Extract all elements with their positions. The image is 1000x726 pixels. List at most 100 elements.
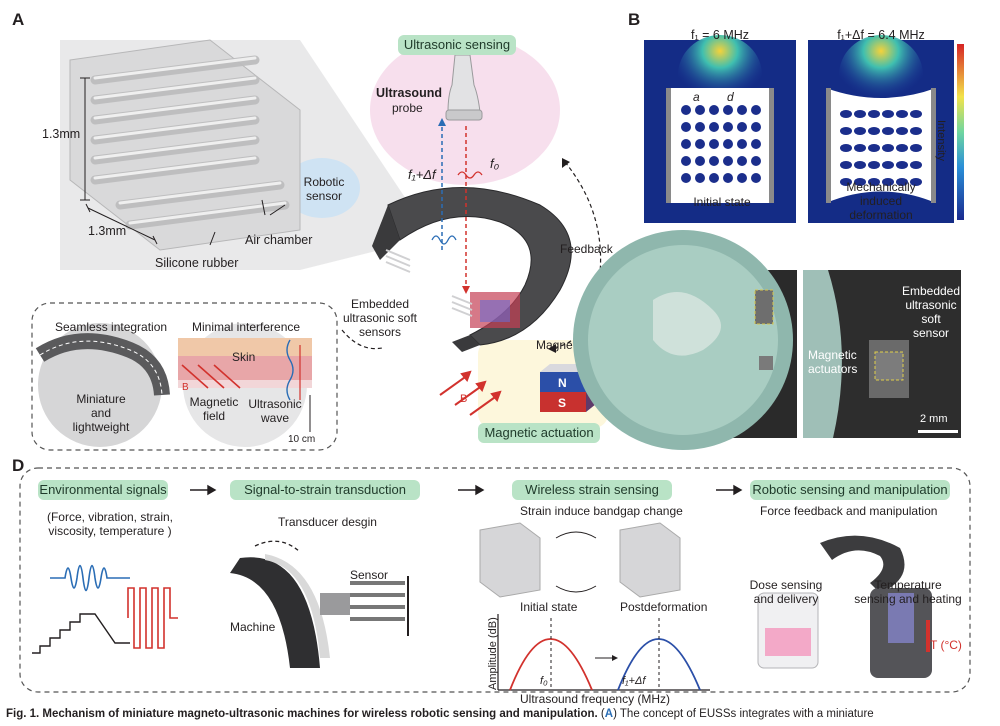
inset-miniature-label: Miniature and lightweight	[72, 392, 130, 434]
caption-panel: A	[604, 708, 614, 720]
scatterer-dot-deformed	[882, 161, 894, 169]
panel-c-magnetic-actuators: Magnetic actuators	[808, 348, 858, 376]
scatterer-dot-deformed	[910, 110, 922, 118]
scatterer-dot-deformed	[896, 161, 908, 169]
scatterer-dot	[751, 105, 761, 115]
scatterer-dot	[737, 173, 747, 183]
force-feedback-label: Force feedback and manipulation	[760, 504, 938, 518]
spectrum-f0: f₀	[540, 675, 548, 687]
scatterer-dot-deformed	[882, 110, 894, 118]
scatterer-dot	[681, 105, 691, 115]
scatterer-dot	[737, 156, 747, 166]
panel-c-photos	[573, 230, 961, 450]
scatterer-dot	[737, 105, 747, 115]
panel-label-d: D	[12, 456, 25, 475]
horseshoe-actuator-illustration	[372, 187, 572, 352]
ultrasound-probe-illustration	[445, 54, 483, 121]
scatterer-dot	[695, 173, 705, 183]
scatterer-dot-deformed	[868, 161, 880, 169]
wireless-title: Wireless strain sensing	[512, 480, 672, 500]
panel-b-simulation	[644, 35, 964, 223]
panel-b-right-title: f₁+Δf = 6.4 MHz	[837, 28, 925, 42]
dose-label: Dose sensing and delivery	[749, 578, 823, 606]
scatterer-dot-deformed	[868, 144, 880, 152]
spectrum-f1df: f₁+Δf	[622, 675, 646, 687]
dim-height-label: 1.3mm	[42, 127, 81, 141]
panel-b-left-caption: Initial state	[693, 195, 751, 209]
scatterer-dot	[695, 139, 705, 149]
inset-seamless-label: Seamless integration	[55, 320, 168, 334]
env-signals-title: Environmental signals	[38, 480, 168, 500]
scatterer-dot	[737, 139, 747, 149]
magnet-label: Magnet	[536, 338, 577, 352]
scatterer-dot-deformed	[854, 144, 866, 152]
panel-c-embedded-label: Embedded ultrasonic soft sensor	[901, 284, 961, 340]
magnet-s-label: S	[558, 396, 567, 410]
inset-b-label: B	[182, 382, 189, 393]
scatterer-dot	[751, 173, 761, 183]
scatterer-dot-deformed	[910, 144, 922, 152]
inset-ultrasonic-wave-label: Ultrasonic wave	[248, 397, 302, 425]
scatterer-dot-deformed	[896, 144, 908, 152]
scatterer-dot	[751, 122, 761, 132]
inset-magnetic-field-label: Magnetic field	[189, 395, 239, 423]
scatterer-dot	[751, 156, 761, 166]
panel-b-left-title: f₁ = 6 MHz	[690, 28, 750, 42]
freq-base-label: f₀	[490, 156, 500, 171]
scatterer-dot-deformed	[882, 178, 894, 186]
robotic-sensor-label: Robotic sensor	[303, 175, 345, 203]
ultrasound-probe-bold: Ultrasound	[376, 86, 442, 100]
postdeformation-label: Postdeformation	[620, 600, 708, 614]
scatterer-dot-deformed	[840, 127, 852, 135]
caption-rest: The concept of EUSSs integrates with a m…	[616, 708, 874, 720]
figure-caption: Fig. 1. Mechanism of miniature magneto-u…	[6, 708, 874, 720]
temperature-label: Temperature sensing and heating	[854, 578, 962, 606]
field-b-label: B	[460, 393, 468, 405]
scatterer-dot-deformed	[896, 178, 908, 186]
scatterer-dot-deformed	[854, 127, 866, 135]
panel-b-label-a: a	[693, 90, 700, 104]
scatterer-dot	[695, 105, 705, 115]
scatterer-dot-deformed	[868, 110, 880, 118]
panel-b-colorbar-label: Intensity	[935, 120, 947, 161]
scatterer-dot-deformed	[910, 127, 922, 135]
scatterer-dot	[709, 139, 719, 149]
panel-b-label-d: d	[727, 90, 734, 104]
inset-minimal-label: Minimal interference	[192, 320, 301, 334]
scatterer-dot-deformed	[868, 178, 880, 186]
t-unit-label: T (°C)	[930, 638, 962, 652]
scatterer-dot	[681, 122, 691, 132]
scatterer-dot	[723, 105, 733, 115]
panel-d-graphics	[19, 467, 971, 693]
silicone-rubber-label: Silicone rubber	[155, 256, 239, 270]
ultrasonic-sensing-label: Ultrasonic sensing	[398, 35, 516, 55]
panel-c-scale-label: 2 mm	[920, 413, 948, 425]
scatterer-dot	[709, 156, 719, 166]
scatterer-dot-deformed	[840, 178, 852, 186]
bandgap-label: Strain induce bandgap change	[520, 504, 683, 518]
scatterer-dot	[723, 139, 733, 149]
dim-width-label: 1.3mm	[88, 224, 127, 238]
scatterer-dot-deformed	[896, 110, 908, 118]
scatterer-dot	[695, 156, 705, 166]
scatterer-dot-deformed	[882, 144, 894, 152]
scatterer-dot	[737, 122, 747, 132]
scatterer-dot	[709, 173, 719, 183]
scatterer-dot-deformed	[854, 178, 866, 186]
scatterer-dot	[709, 105, 719, 115]
inset-depth-label: 10 cm	[288, 434, 316, 445]
panel-a-graphics	[31, 35, 608, 451]
scatterer-dot	[695, 122, 705, 132]
transducer-label: Transducer desgin	[278, 515, 377, 529]
scatterer-dot	[681, 156, 691, 166]
panel-label-b: B	[628, 10, 641, 29]
feedback-label: Feedback	[560, 242, 613, 256]
scatterer-dot-deformed	[840, 110, 852, 118]
air-chamber-label: Air chamber	[245, 233, 313, 247]
scatterer-dot	[681, 139, 691, 149]
panel-b-right-caption: Mechanically induced deformation	[846, 180, 916, 222]
robotic-title: Robotic sensing and manipulation	[750, 480, 950, 500]
spectrum-ylabel: Amplitude (dB)	[487, 617, 499, 690]
scatterer-dot-deformed	[896, 127, 908, 135]
sensor-block-illustration	[69, 39, 301, 251]
